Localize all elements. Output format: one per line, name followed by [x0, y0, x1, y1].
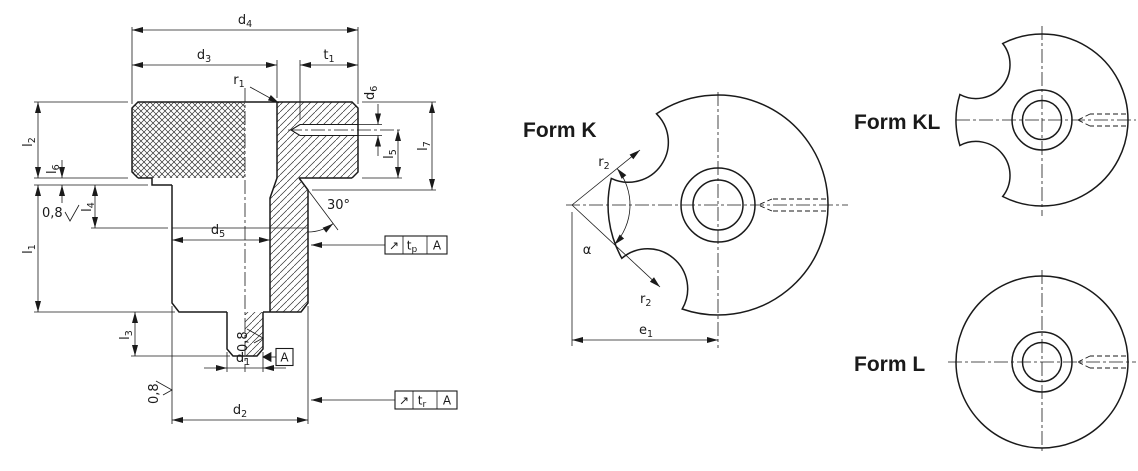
dim-label-l2: l2	[21, 137, 38, 147]
tolerance-value-tp: tp	[407, 239, 418, 256]
dim-label-l1: l1	[21, 244, 38, 254]
dim-r1: r1	[233, 73, 280, 104]
dim-l7: l7	[312, 101, 436, 191]
dim-chamfer-angle: 30°	[307, 189, 350, 233]
roughness-value: 0,8	[147, 383, 162, 404]
tolerance-datum-tr: A	[443, 394, 452, 408]
form-k-outer-contour	[607, 94, 829, 316]
form-l-outer-contour	[955, 275, 1129, 449]
form-kl-label: Form KL	[854, 111, 941, 134]
dim-d3: d3	[132, 48, 278, 98]
dim-label-d1: d1	[236, 351, 250, 368]
form-k-label: Form K	[523, 119, 597, 142]
part-fills	[132, 102, 358, 356]
form-kl-hole-circle	[1021, 99, 1063, 141]
dim-label-d2: d2	[233, 403, 247, 420]
dim-label-d5: d5	[211, 223, 225, 240]
roughness-1: 0,8	[42, 204, 80, 222]
body-section-hatch	[270, 178, 308, 312]
dim-l5: l5	[362, 130, 402, 179]
datum-triangle-icon	[262, 351, 272, 363]
surface-roughness-icon	[246, 328, 264, 344]
dim-label-alpha: α	[583, 243, 592, 258]
dim-l4: l4	[34, 184, 168, 229]
dim-r2-alpha: r2 r2 α	[571, 149, 661, 309]
tolerance-datum-tp: A	[433, 239, 442, 253]
form-kl-centerlines	[956, 26, 1136, 216]
form-kl-outer-contour	[955, 33, 1129, 207]
dim-label-r2-upper: r2	[598, 155, 609, 172]
tolerance-frame-tp: ↗ tp A	[311, 235, 448, 256]
form-k-hidden-hole	[757, 198, 826, 212]
dim-d5: d5	[172, 223, 270, 243]
datum-a: A	[262, 347, 294, 367]
form-kl-view: Form KL	[854, 26, 1136, 216]
form-l-hub-circle	[1011, 331, 1073, 393]
dim-label-l4: l4	[80, 202, 97, 212]
dim-label-e1: e1	[639, 323, 653, 340]
dim-e1: e1	[571, 212, 718, 346]
datum-letter: A	[280, 351, 289, 365]
form-k-hub-circle	[680, 167, 756, 243]
dim-label-d3: d3	[197, 48, 211, 65]
form-l-centerlines	[948, 270, 1136, 454]
form-l-hole-circle	[1021, 341, 1063, 383]
dim-label-30deg: 30°	[327, 198, 350, 213]
tolerance-frame-tr: ↗ tr A	[311, 390, 458, 411]
dim-label-l6: l6	[45, 164, 62, 174]
roughness-2: 0,8	[236, 328, 264, 352]
form-l-label: Form L	[854, 353, 925, 376]
dim-label-d4: d4	[238, 13, 252, 30]
form-kl-hidden-hole	[1077, 113, 1126, 127]
dim-label-l5: l5	[382, 149, 399, 159]
roughness-value: 0,8	[236, 331, 251, 352]
centerlines	[244, 88, 402, 372]
form-l-hidden-hole	[1077, 355, 1126, 369]
form-l-view: Form L	[854, 270, 1136, 454]
dim-t1: t1	[299, 48, 358, 120]
form-k-centerlines	[566, 92, 848, 348]
dim-d1: d1	[204, 351, 286, 372]
dim-l2: l2	[21, 101, 128, 179]
roughness-value: 0,8	[42, 206, 63, 221]
tolerance-value-tr: tr	[418, 394, 427, 411]
form-k-hole-circle	[692, 179, 744, 231]
surface-roughness-icon	[64, 204, 80, 222]
dim-label-d6: d6	[363, 86, 380, 100]
roughness-3: 0,8	[147, 380, 173, 404]
dim-l6: l6	[45, 160, 65, 203]
shank-section-hatch	[245, 312, 263, 356]
dim-label-r2-lower: r2	[640, 292, 651, 309]
dim-label-l3: l3	[118, 330, 135, 340]
dim-l1: l1	[21, 185, 175, 313]
dimensions: d4 d3 t1 r1 d6	[21, 13, 458, 424]
knurl-fill	[132, 102, 245, 178]
dim-d2: d2	[171, 306, 309, 424]
dim-label-r1: r1	[233, 73, 244, 90]
head-section-hatch	[277, 102, 358, 178]
form-k-view: Form K r2 r2 α e1	[523, 92, 848, 348]
dim-label-l7: l7	[416, 141, 433, 151]
form-kl-hub-circle	[1011, 89, 1073, 151]
runout-arrow-icon: ↗	[399, 394, 409, 408]
dim-l3: l3	[118, 312, 230, 357]
dim-d6: d6	[358, 86, 382, 156]
dim-label-t1: t1	[323, 48, 334, 65]
section-view: d4 d3 t1 r1 d6	[21, 13, 458, 424]
runout-arrow-icon: ↗	[389, 239, 399, 253]
